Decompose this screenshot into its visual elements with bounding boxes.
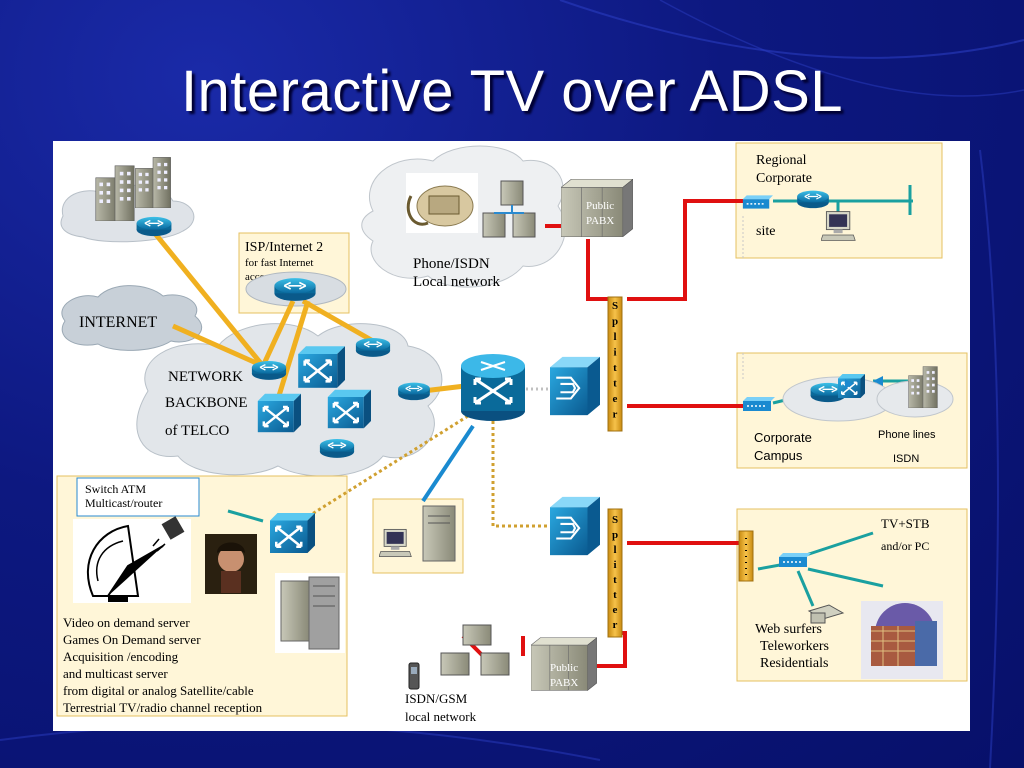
tvstb-label-1: TV+STB bbox=[881, 516, 930, 531]
splitter-letter: i bbox=[613, 347, 616, 359]
internet-cloud: INTERNET bbox=[61, 285, 203, 351]
phone-lines-label: Phone lines bbox=[878, 429, 936, 441]
atm-switch-icon bbox=[296, 346, 345, 388]
computer-icon bbox=[379, 528, 412, 558]
pabx-icon-bottom: Public PABX bbox=[531, 637, 597, 691]
isp-label-1: ISP/Internet 2 bbox=[245, 240, 323, 255]
phone-isdn-label-2: Local network bbox=[413, 274, 501, 290]
pabx-top-label-1: Public bbox=[586, 200, 614, 212]
network-diagram-panel: INTERNET NETWORK BACKBONE of TELCO Phone… bbox=[53, 141, 970, 731]
atm-switch-icon bbox=[837, 373, 865, 399]
isp-label-2: for fast Internet bbox=[245, 257, 313, 269]
vod-line-4: and multicast server bbox=[63, 666, 168, 681]
mobile-phone-icon bbox=[408, 662, 420, 690]
splitter-letter: r bbox=[613, 619, 618, 631]
links bbox=[151, 185, 913, 668]
dsl-modem-icon bbox=[742, 195, 773, 209]
splitter-letter: t bbox=[613, 589, 617, 601]
splitter-icon bbox=[550, 356, 600, 416]
splitter-letter: r bbox=[613, 409, 618, 421]
telephone-icon bbox=[807, 604, 845, 624]
pc-tower-icon bbox=[422, 505, 456, 562]
slide-title: Interactive TV over ADSL bbox=[180, 59, 844, 124]
atm-switch-icon bbox=[256, 393, 301, 433]
vod-line-5: from digital or analog Satellite/cable bbox=[63, 683, 254, 698]
vod-line-3: Acquisition /encoding bbox=[63, 649, 179, 664]
splitter-letter: p bbox=[612, 529, 618, 541]
regional-label-1: Regional bbox=[756, 153, 807, 168]
router-icon bbox=[319, 438, 355, 459]
regional-label-2: Corporate bbox=[756, 171, 812, 186]
vod-line-6: Terrestrial TV/radio channel reception bbox=[63, 700, 263, 715]
router-icon bbox=[355, 337, 391, 358]
splitter-letter: i bbox=[613, 559, 616, 571]
satellite-dish-icon bbox=[73, 516, 191, 603]
dsl-modem-icon bbox=[778, 553, 811, 567]
pabx-bot-label-1: Public bbox=[550, 662, 578, 674]
dsl-modem-icon bbox=[742, 397, 775, 411]
regional-label-3: site bbox=[756, 224, 775, 239]
arrow-icon bbox=[873, 376, 883, 386]
vod-line-1: Video on demand server bbox=[63, 615, 190, 630]
splitter-letter: S bbox=[612, 300, 618, 312]
telephone-icon bbox=[406, 173, 478, 233]
backbone-label-2: BACKBONE bbox=[165, 395, 248, 411]
residentials-label: Residentials bbox=[760, 656, 828, 671]
building-icon bbox=[95, 165, 135, 221]
campus-label-2: Campus bbox=[754, 448, 803, 463]
splitter-letter: t bbox=[613, 574, 617, 586]
backbone-label-3: of TELCO bbox=[165, 423, 229, 439]
computer-icon bbox=[482, 180, 536, 238]
teleworkers-label: Teleworkers bbox=[760, 639, 829, 654]
splitter-letter: e bbox=[613, 393, 618, 405]
campus-label-1: Corporate bbox=[754, 430, 812, 445]
splitter-letter: e bbox=[613, 604, 618, 616]
network-diagram: INTERNET NETWORK BACKBONE of TELCO Phone… bbox=[56, 142, 968, 724]
vod-line-2: Games On Demand server bbox=[63, 632, 201, 647]
isdn-gsm-label-1: ISDN/GSM bbox=[405, 691, 468, 706]
splitter-letter: p bbox=[612, 316, 618, 328]
web-surfers-label: Web surfers bbox=[755, 622, 822, 637]
pabx-bot-label-2: PABX bbox=[550, 677, 578, 689]
residential-splitter bbox=[738, 530, 754, 582]
router-icon bbox=[796, 189, 830, 209]
splitter-letter: S bbox=[612, 514, 618, 526]
router-icon bbox=[273, 277, 317, 302]
computer-icon bbox=[821, 211, 856, 241]
central-atm-switch bbox=[461, 354, 525, 421]
internet-label: INTERNET bbox=[79, 314, 157, 331]
switch-atm-label-2: Multicast/router bbox=[85, 496, 162, 510]
video-thumbnail bbox=[205, 534, 257, 594]
pabx-icon-top: Public PABX bbox=[561, 179, 633, 237]
router-icon bbox=[397, 382, 431, 401]
splitter-letter: l bbox=[613, 544, 616, 556]
isdn-label: ISDN bbox=[893, 453, 919, 465]
isp-box: ISP/Internet 2 for fast Internet access bbox=[238, 232, 350, 314]
isdn-gsm-devices bbox=[440, 624, 510, 676]
router-icon bbox=[251, 360, 287, 381]
splitter-letter: l bbox=[613, 331, 616, 343]
video-server-icon bbox=[275, 573, 345, 653]
building-icon bbox=[134, 156, 172, 208]
splitter-icon bbox=[550, 496, 600, 556]
tvstb-label-2: and/or PC bbox=[881, 539, 929, 553]
atm-switch-icon bbox=[326, 389, 371, 429]
backbone-label-1: NETWORK bbox=[168, 369, 243, 385]
pabx-top-label-2: PABX bbox=[586, 215, 614, 227]
isdn-gsm-label-2: local network bbox=[405, 709, 477, 724]
house-icon bbox=[861, 601, 943, 679]
switch-atm-label-1: Switch ATM bbox=[85, 482, 146, 496]
router-icon bbox=[135, 216, 173, 237]
phone-isdn-label-1: Phone/ISDN bbox=[413, 256, 490, 272]
splitter-letter: t bbox=[613, 378, 617, 390]
atm-switch-icon bbox=[268, 511, 315, 555]
arrow-icon bbox=[845, 379, 853, 389]
splitter-letter: t bbox=[613, 362, 617, 374]
